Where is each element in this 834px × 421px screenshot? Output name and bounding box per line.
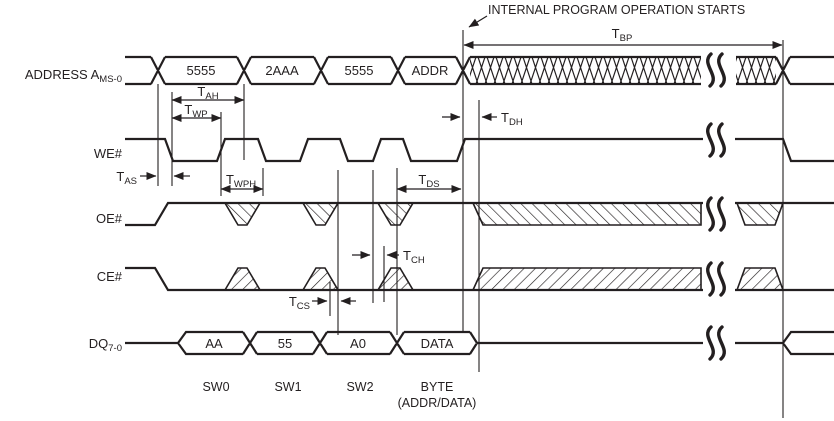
address-dont-care-hatch-1 [470,57,701,84]
tch-label: TCH [403,248,425,266]
cycle-label-byte-detail: (ADDR/DATA) [398,396,477,410]
break-icon-we [706,122,726,158]
tah-label: TAH [197,84,218,102]
oe-dont-care-band-2 [735,202,785,226]
twph-label: TWPH [226,172,256,190]
cycle-label-sw0: SW0 [202,380,229,394]
program-start-text: INTERNAL PROGRAM OPERATION STARTS [488,3,745,17]
oe-dont-care-band-1 [471,202,702,226]
oe-signal-label: OE# [96,211,123,226]
twp-label: TWP [184,102,207,120]
cycle-label-byte: BYTE [421,380,454,394]
cycle-label-sw1: SW1 [274,380,301,394]
address-segment-1: 2AAA [265,63,299,78]
ce-dont-care-band-1 [471,267,702,291]
signal-address-row: ADDRESS AMS-0 5555 2AAA 5555 ADDR [25,55,834,86]
tas-label: TAS [116,169,137,187]
ce-dont-care-pulse-3 [376,267,415,291]
address-signal-label: ADDRESS AMS-0 [25,67,122,85]
we-waveform [125,137,834,163]
oe-dont-care-pulse-1 [223,202,262,226]
ce-dont-care-band-2 [735,267,785,291]
signal-ce-row: CE# [97,266,834,292]
oe-dont-care-pulse-2 [301,202,340,226]
signal-we-row: WE# [94,137,834,163]
address-segment-3: ADDR [412,63,449,78]
ce-dont-care-pulse-2 [301,267,340,291]
program-start-pointer-arrow [468,15,488,28]
ce-dont-care-pulse-1 [223,267,262,291]
tds-label: TDS [418,172,439,190]
cycle-label-sw2: SW2 [346,380,373,394]
address-segment-2: 5555 [345,63,374,78]
tcs-label: TCS [289,294,310,312]
dq-segment-0: AA [205,336,223,351]
dq-signal-label: DQ7-0 [89,336,122,354]
tbp-label: TBP [612,26,633,44]
signal-dq-row: DQ7-0 AA 55 A0 DATA [89,330,834,356]
waveform-break-icons [706,52,726,361]
cycle-labels: SW0 SW1 SW2 BYTE (ADDR/DATA) [202,380,476,410]
break-icon-oe [706,196,726,232]
dq-segment-2: A0 [350,336,366,351]
tdh-label: TDH [501,110,523,128]
timing-measurements: TBP TAH TWP TAS TWPH TDS TDH TCH TCS [116,26,783,312]
address-segment-0: 5555 [187,63,216,78]
dq-segment-1: 55 [278,336,292,351]
dq-waveform [125,330,834,356]
signal-oe-row: OE# [96,201,834,227]
ce-signal-label: CE# [97,269,123,284]
program-start-annotation: INTERNAL PROGRAM OPERATION STARTS [468,3,745,28]
break-icon-ce [706,261,726,297]
we-signal-label: WE# [94,146,123,161]
break-icon-dq [706,325,726,361]
break-icon-address [706,52,726,88]
address-waveform [125,55,834,86]
dq-segment-3: DATA [421,336,454,351]
address-dont-care-hatch-2 [736,57,776,84]
oe-dont-care-pulse-3 [376,202,415,226]
